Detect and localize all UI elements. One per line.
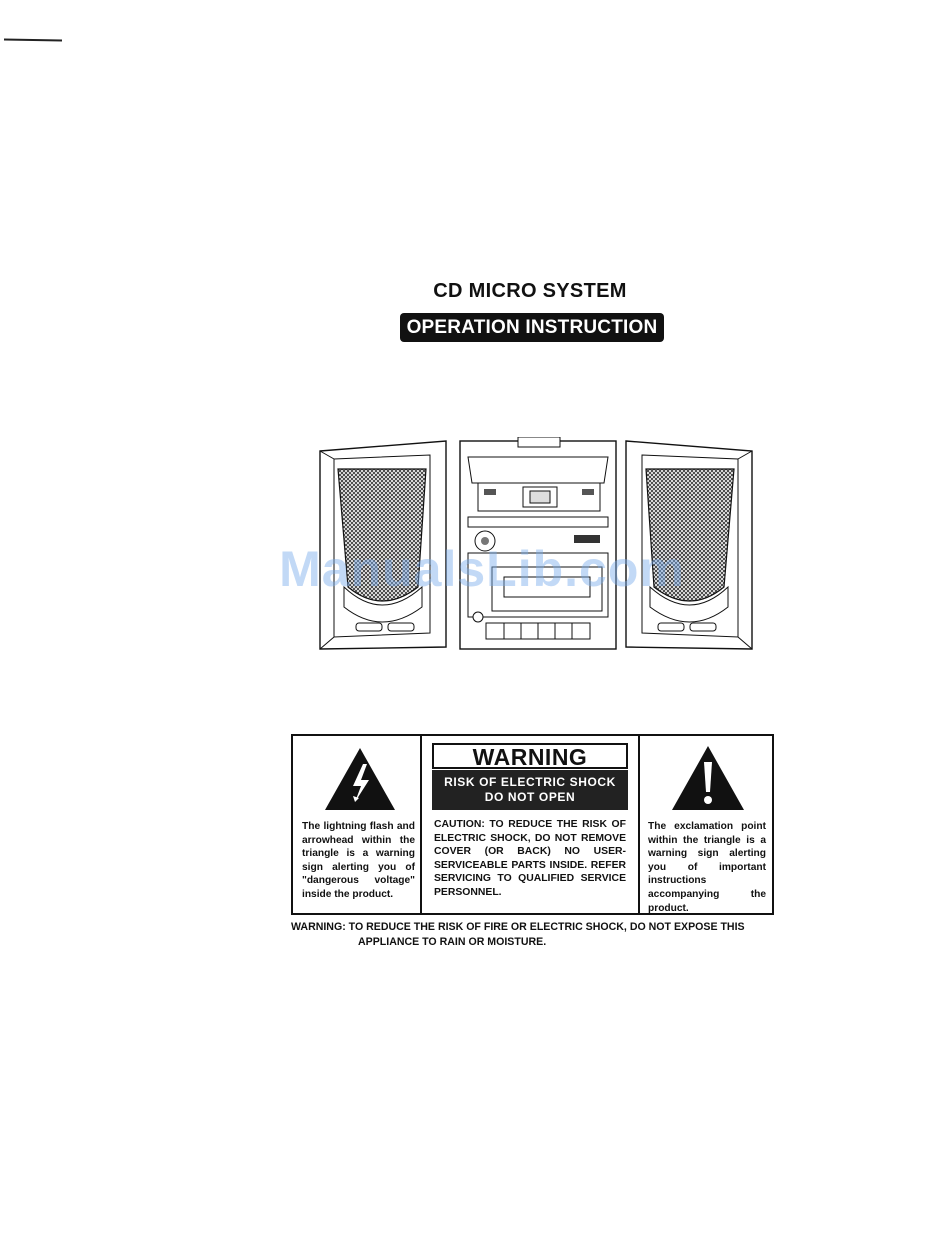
document-subtitle: OPERATION INSTRUCTION xyxy=(400,313,664,342)
exclamation-triangle-icon xyxy=(672,746,744,810)
warning-title: WARNING xyxy=(432,743,628,769)
watermark: ManualsLib.com xyxy=(279,541,685,597)
right-speaker xyxy=(625,440,753,650)
scan-mark xyxy=(3,38,63,42)
cd-micro-system-illustration xyxy=(319,437,753,650)
fire-shock-warning-line2: APPLIANCE TO RAIN OR MOISTURE. xyxy=(358,936,547,948)
fire-shock-warning-line1: WARNING: TO REDUCE THE RISK OF FIRE OR E… xyxy=(291,921,745,933)
shock-banner-line2: DO NOT OPEN xyxy=(484,790,576,804)
lightning-description: The lightning flash and arrowhead within… xyxy=(302,821,415,900)
exclamation-description: The exclamation point within the triangl… xyxy=(648,821,766,914)
shock-banner: RISK OF ELECTRIC SHOCK DO NOT OPEN xyxy=(432,770,628,810)
left-speaker xyxy=(319,440,447,650)
lightning-triangle-icon xyxy=(325,748,395,810)
fire-shock-warning: WARNING: TO REDUCE THE RISK OF FIRE OR E… xyxy=(291,920,775,950)
warning-panel: The lightning flash and arrowhead within… xyxy=(291,734,774,915)
warning-cell: WARNING RISK OF ELECTRIC SHOCK DO NOT OP… xyxy=(422,736,640,913)
caution-text: CAUTION: TO REDUCE THE RISK OF ELECTRIC … xyxy=(434,819,626,898)
main-unit xyxy=(459,437,617,650)
lightning-cell: The lightning flash and arrowhead within… xyxy=(293,736,422,913)
warning-banner: WARNING RISK OF ELECTRIC SHOCK DO NOT OP… xyxy=(432,743,628,810)
document-title: CD MICRO SYSTEM xyxy=(433,280,627,302)
shock-banner-line1: RISK OF ELECTRIC SHOCK xyxy=(444,775,616,789)
exclamation-cell: The exclamation point within the triangl… xyxy=(640,736,772,914)
